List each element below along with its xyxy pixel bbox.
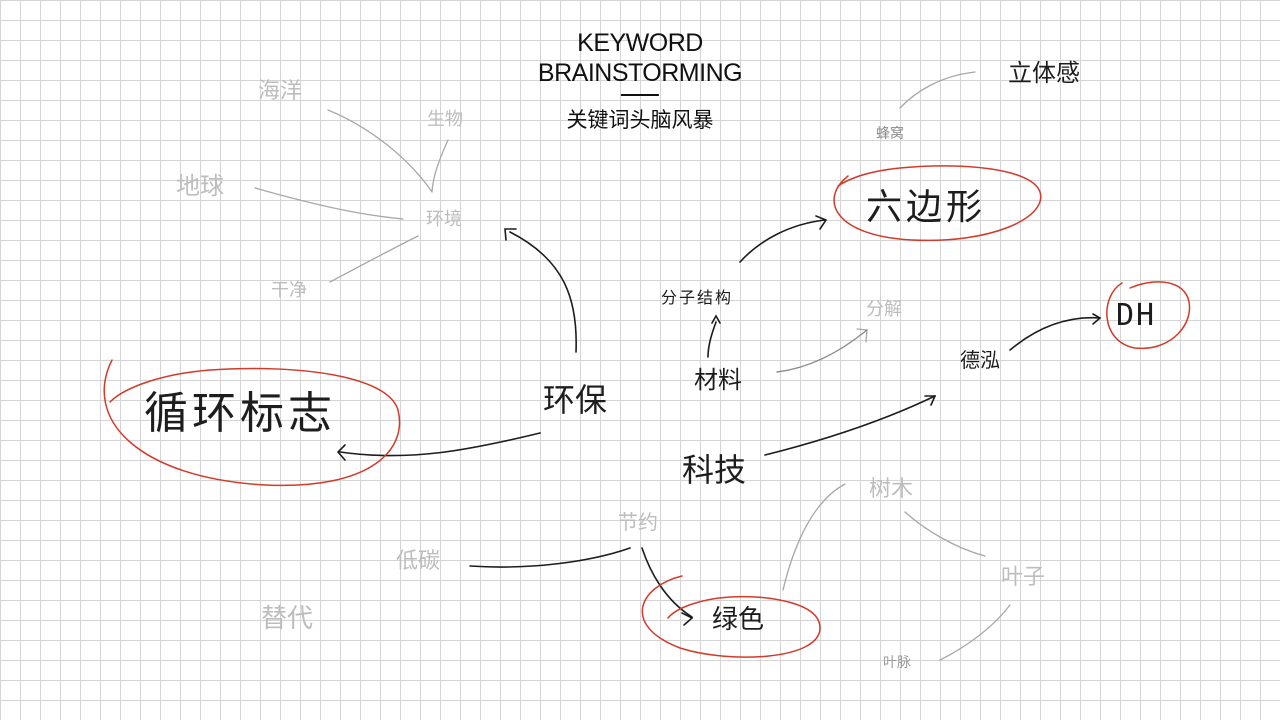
title-line-1: KEYWORD — [577, 29, 703, 57]
node-clean: 干净 — [271, 280, 307, 301]
link-eco-circular-logo — [339, 432, 541, 457]
title-divider — [620, 94, 659, 96]
node-material: 材料 — [694, 366, 742, 394]
title-line-2: BRAINSTORMING — [537, 59, 743, 87]
link-clean-environment — [329, 235, 419, 283]
node-honeycomb: 蜂窝 — [876, 126, 904, 142]
arrow-head-circular-logo — [336, 444, 346, 461]
arrow-head-molecular — [711, 314, 721, 324]
link-technology-dehong — [764, 395, 936, 456]
arrow-head-green — [681, 612, 694, 626]
arrow-head-environment — [504, 228, 517, 241]
node-low-carbon: 低碳 — [395, 549, 441, 574]
node-decompose: 分解 — [866, 299, 902, 320]
link-ocean-environment — [327, 109, 433, 193]
link-eco-environment — [509, 231, 577, 353]
node-eco: 环保 — [542, 381, 608, 419]
arrow-head-dh — [1092, 313, 1102, 325]
link-biology-environment — [431, 139, 449, 193]
node-biology: 生物 — [427, 109, 463, 130]
node-environment: 环境 — [426, 209, 462, 230]
link-lowcarbon-save — [469, 547, 631, 568]
link-tree-leaf — [904, 511, 986, 557]
highlight-circle-circular-logo — [103, 359, 401, 487]
link-leaf-vein — [939, 604, 1011, 661]
node-molecular-structure: 分子结构 — [660, 288, 734, 307]
node-save: 节约 — [618, 510, 658, 534]
link-earth-environment — [254, 187, 404, 220]
node-replace: 替代 — [260, 604, 314, 634]
link-dehong-dh — [1009, 316, 1101, 351]
arrow-head-dehong — [924, 395, 937, 406]
arrow-head-hexagon — [815, 215, 828, 230]
title-chinese: 关键词头脑风暴 — [566, 108, 714, 132]
node-hexagon: 六边形 — [865, 187, 987, 228]
link-tree-green — [782, 483, 846, 591]
highlight-circle-hexagon — [833, 165, 1042, 242]
node-leaf: 叶子 — [1000, 565, 1046, 590]
node-green: 绿色 — [711, 605, 765, 635]
link-honeycomb-3d — [899, 71, 976, 109]
link-material-decompose — [776, 329, 868, 373]
node-3d: 立体感 — [1008, 59, 1080, 87]
node-dh: DH — [1115, 298, 1157, 333]
link-material-molecular — [707, 321, 717, 358]
node-leaf-vein: 叶脉 — [883, 655, 911, 671]
node-technology: 科技 — [681, 451, 747, 489]
node-earth: 地球 — [176, 172, 224, 200]
node-tree: 树木 — [868, 477, 914, 502]
highlight-circle-dh — [1106, 281, 1191, 350]
highlight-circle-green — [641, 575, 821, 658]
node-circular-logo: 循环标志 — [144, 388, 336, 439]
node-ocean: 海洋 — [257, 79, 303, 104]
node-dehong: 德泓 — [960, 348, 1000, 372]
link-molecular-hexagon — [739, 219, 826, 263]
title-block: KEYWORD BRAINSTORMING 关键词头脑风暴 — [537, 28, 743, 134]
